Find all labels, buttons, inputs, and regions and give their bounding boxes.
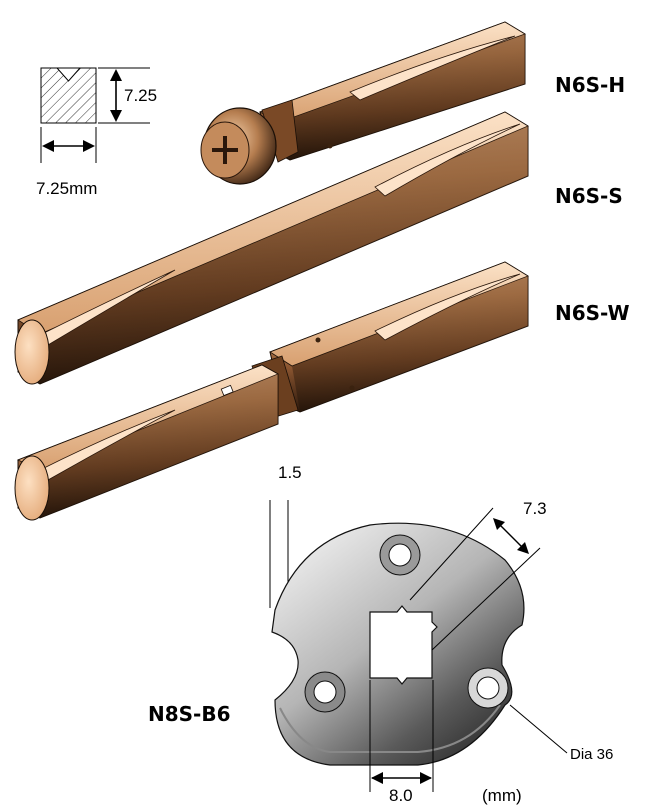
section-width-label: 7.25mm	[36, 179, 97, 198]
square-hole	[369, 605, 438, 685]
spindle-n6s-h: N6S-H	[200, 21, 625, 185]
hole-width-label: 7.3	[523, 499, 547, 518]
plate-thickness-label: 1.5	[278, 463, 302, 482]
plate-n8s-b6: 1.5 7.3 8.0 Dia 36 (mm) N8S-B6	[148, 463, 613, 805]
spindle-n6s-s: N6S-S	[14, 111, 623, 385]
spindle-n6s-w: N6S-W	[14, 261, 630, 521]
hole-span-label: 8.0	[389, 786, 413, 805]
model-n6s-h: N6S-H	[555, 73, 625, 97]
units-label: (mm)	[482, 786, 522, 805]
diameter-label: Dia 36	[570, 746, 613, 763]
section-groove	[55, 67, 82, 82]
spindle-end-w	[14, 455, 50, 521]
model-n6s-w: N6S-W	[555, 301, 630, 325]
section-height-label: 7.25	[124, 86, 157, 105]
model-n6s-s: N6S-S	[555, 184, 623, 208]
cross-section-detail: 7.25 7.25mm	[36, 67, 157, 198]
spindle-end	[14, 319, 50, 385]
model-n8s-b6: N8S-B6	[148, 702, 231, 726]
